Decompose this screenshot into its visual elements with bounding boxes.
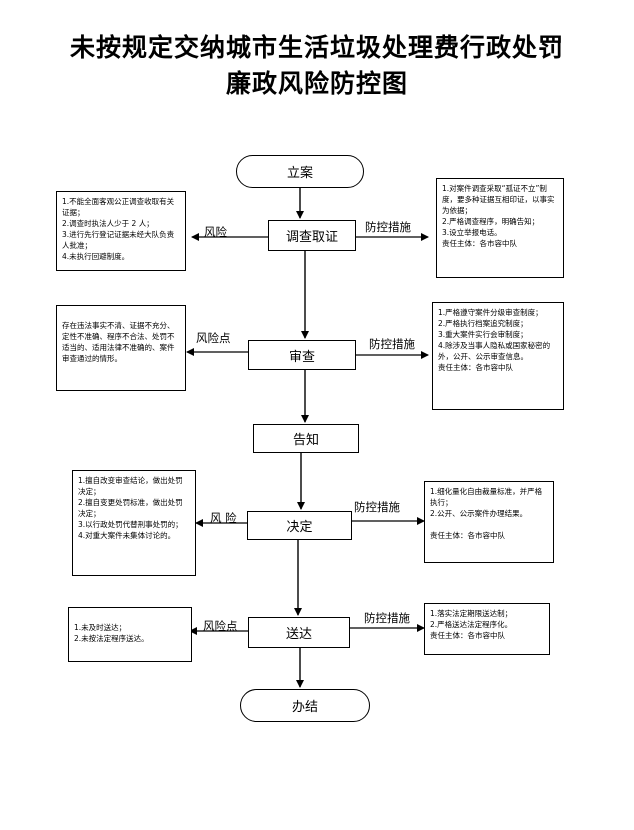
step-investigate: 调查取证: [268, 220, 356, 251]
step-end: 办结: [240, 689, 370, 722]
note-risk-investigate: 1.不能全面客观公正调查收取有关证据； 2.调查时执法人少于 2 人； 3.进行…: [56, 191, 186, 271]
note-risk-deliver: 1.未及时送达； 2.未按法定程序送达。: [68, 607, 192, 662]
note-risk-review: 存在违法事实不清、证据不充分、定性不准确、程序不合法、处罚不适当的、适用法律不准…: [56, 305, 186, 391]
diagram-title-line1: 未按规定交纳城市生活垃圾处理费行政处罚: [69, 33, 564, 62]
step-notify: 告知: [253, 424, 359, 453]
step-decide: 决定: [247, 511, 352, 540]
label-control-review: 防控措施: [369, 337, 415, 351]
label-control-decide: 防控措施: [354, 500, 400, 514]
label-risk-decide: 风 险: [210, 511, 237, 525]
step-start: 立案: [236, 155, 364, 188]
step-deliver: 送达: [248, 617, 350, 648]
note-control-review: 1.严格遵守案件分级审查制度； 2.严格执行档案追究制度； 3.重大案件实行会审…: [432, 302, 564, 410]
label-risk-deliver: 风险点: [203, 619, 238, 633]
note-control-decide: 1.细化量化自由裁量标准，并严格执行； 2.公开、公示案件办理结果。 责任主体：…: [424, 481, 554, 563]
note-risk-decide: 1.擅自改变审查结论，做出处罚决定； 2.擅自变更处罚标准，做出处罚决定； 3.…: [72, 470, 196, 576]
note-control-investigate: 1.对案件调查采取“孤证不立”制度，要多种证据互相印证，以事实为依据； 2.严格…: [436, 178, 564, 278]
label-control-deliver: 防控措施: [364, 611, 410, 625]
label-risk-review: 风险点: [196, 331, 231, 345]
diagram-title-line2: 廉政风险防控图: [225, 69, 408, 98]
note-control-deliver: 1.落实法定期限送达制； 2.严格送达法定程序化。 责任主体：各市容中队: [424, 603, 550, 655]
step-review: 审查: [248, 340, 356, 370]
label-control-investigate: 防控措施: [365, 220, 411, 234]
label-risk-investigate: 风险: [204, 225, 227, 239]
